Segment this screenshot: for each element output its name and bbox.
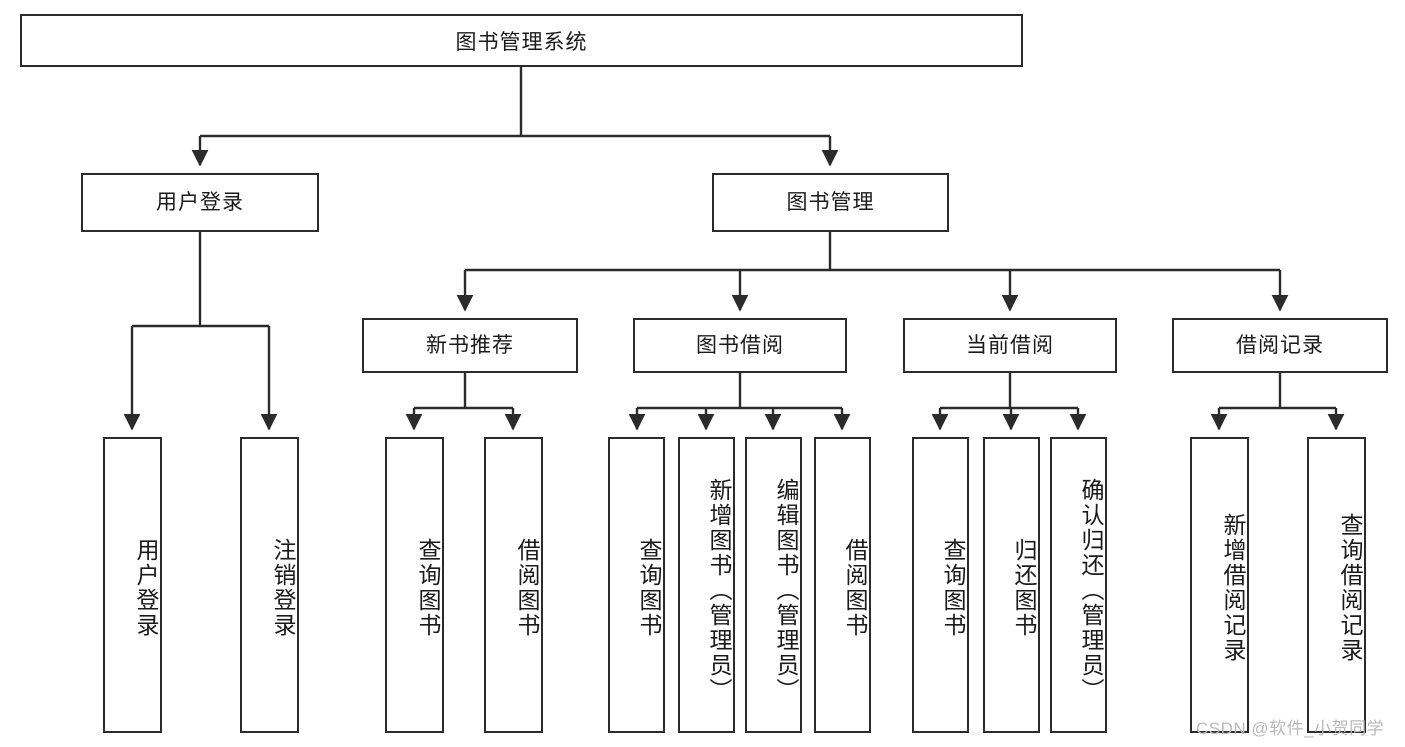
node-leaf-borrow-book[interactable]: 借阅图书 <box>814 437 871 733</box>
node-level1-user-login[interactable]: 用户登录 <box>81 173 319 232</box>
node-leaf-add-borrow-record[interactable]: 新增借阅记录 <box>1190 437 1249 733</box>
node-level2-borrow-records[interactable]: 借阅记录 <box>1172 318 1388 373</box>
node-level2-current-borrow[interactable]: 当前借阅 <box>903 318 1117 373</box>
node-leaf-add-book-admin[interactable]: 新增图书（管理员） <box>678 437 735 733</box>
csdn-watermark: CSDN @软件_小贺同学 <box>1196 719 1385 738</box>
node-leaf-current-query-book[interactable]: 查询图书 <box>912 437 969 733</box>
node-level1-book-management[interactable]: 图书管理 <box>712 173 949 232</box>
node-leaf-new-borrow-book[interactable]: 借阅图书 <box>484 437 543 733</box>
node-level2-book-borrow[interactable]: 图书借阅 <box>633 318 847 373</box>
node-leaf-borrow-query-book[interactable]: 查询图书 <box>608 437 665 733</box>
node-leaf-logout[interactable]: 注销登录 <box>240 437 299 733</box>
node-leaf-confirm-return-admin[interactable]: 确认归还（管理员） <box>1050 437 1107 733</box>
node-leaf-new-query-book[interactable]: 查询图书 <box>385 437 444 733</box>
node-root[interactable]: 图书管理系统 <box>20 14 1023 67</box>
node-leaf-user-login[interactable]: 用户登录 <box>103 437 162 733</box>
node-leaf-query-borrow-record[interactable]: 查询借阅记录 <box>1307 437 1366 733</box>
node-leaf-edit-book-admin[interactable]: 编辑图书（管理员） <box>745 437 802 733</box>
node-level2-new-book-recommend[interactable]: 新书推荐 <box>362 318 578 373</box>
node-leaf-return-book[interactable]: 归还图书 <box>983 437 1040 733</box>
